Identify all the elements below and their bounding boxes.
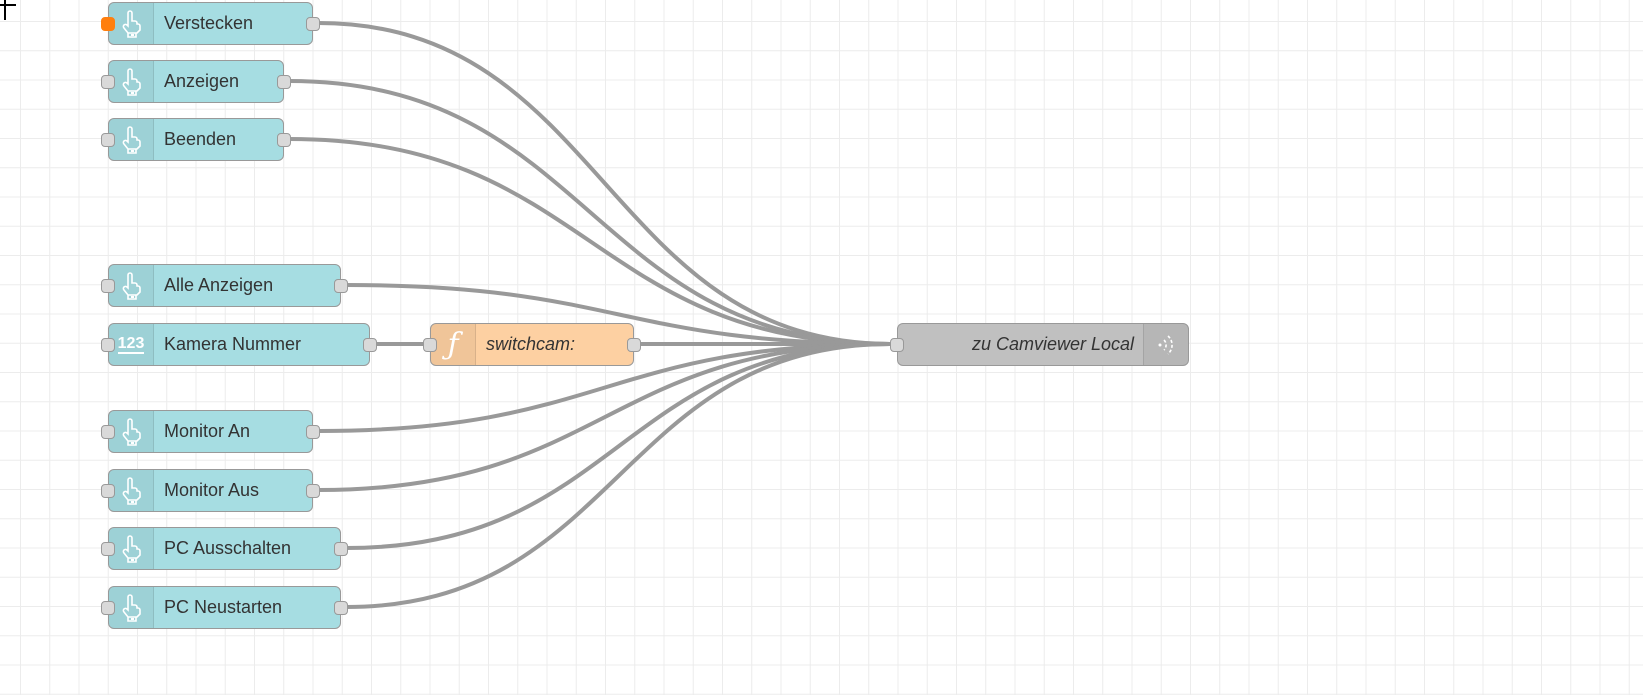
node-alle-anzeigen[interactable]: Alle Anzeigen [101,264,348,307]
hand-pointer-icon [109,119,154,160]
node-monitor-aus[interactable]: Monitor Aus [101,469,320,512]
input-port[interactable] [101,279,115,293]
node-label: Anzeigen [164,71,240,91]
node-label: PC Neustarten [164,597,283,617]
hand-pointer-icon [109,470,154,511]
input-port[interactable] [101,542,115,556]
output-port[interactable] [277,133,291,147]
hand-pointer-icon [109,411,154,452]
node-anzeigen[interactable]: Anzeigen [101,60,291,103]
hand-pointer-icon [109,587,154,628]
node-kamera-nummer[interactable]: 123 Kamera Nummer [101,323,377,366]
node-beenden[interactable]: Beenden [101,118,291,161]
output-port[interactable] [277,75,291,89]
wire[interactable] [317,21,893,346]
node-pc-neustarten[interactable]: PC Neustarten [101,586,348,629]
wire[interactable] [317,342,893,492]
input-port[interactable] [101,601,115,615]
input-port[interactable] [423,338,437,352]
hand-pointer-icon [109,61,154,102]
node-zu-camviewer-local[interactable]: zu Camviewer Local [890,323,1189,366]
node-verstecken[interactable]: Verstecken [101,2,320,45]
wire[interactable] [345,342,893,550]
node-monitor-an[interactable]: Monitor An [101,410,320,453]
node-label: Monitor An [164,421,251,441]
hand-pointer-icon [109,3,154,44]
output-port[interactable] [334,601,348,615]
input-port[interactable] [101,484,115,498]
wire[interactable] [288,79,893,346]
output-port[interactable] [627,338,641,352]
wire[interactable] [345,283,893,346]
output-port[interactable] [306,425,320,439]
function-icon: ƒ [431,324,476,365]
output-port[interactable] [334,542,348,556]
hand-pointer-icon [109,265,154,306]
crosshair-cursor-icon [0,0,16,20]
output-port[interactable] [363,338,377,352]
node-label: Kamera Nummer [164,334,302,354]
input-port[interactable] [101,75,115,89]
hand-pointer-icon [109,528,154,569]
node-label: Alle Anzeigen [164,275,274,295]
wire[interactable] [317,342,893,433]
output-port[interactable] [306,484,320,498]
wire[interactable] [288,137,893,346]
node-label: switchcam: [486,334,576,354]
node-label: Beenden [164,129,237,149]
node-switchcam[interactable]: ƒ switchcam: [423,323,641,366]
numeric-123-icon: 123 [109,324,154,365]
node-label: Monitor Aus [164,480,260,500]
websocket-icon [1143,324,1188,365]
output-port[interactable] [306,17,320,31]
output-port[interactable] [334,279,348,293]
input-port[interactable] [890,338,904,352]
node-label: PC Ausschalten [164,538,292,558]
input-port[interactable] [101,17,115,31]
input-port[interactable] [101,338,115,352]
input-port[interactable] [101,133,115,147]
wire[interactable] [345,342,893,609]
node-label: Verstecken [164,13,254,33]
input-port[interactable] [101,425,115,439]
node-label: zu Camviewer Local [971,334,1134,354]
node-pc-ausschalten[interactable]: PC Ausschalten [101,527,348,570]
